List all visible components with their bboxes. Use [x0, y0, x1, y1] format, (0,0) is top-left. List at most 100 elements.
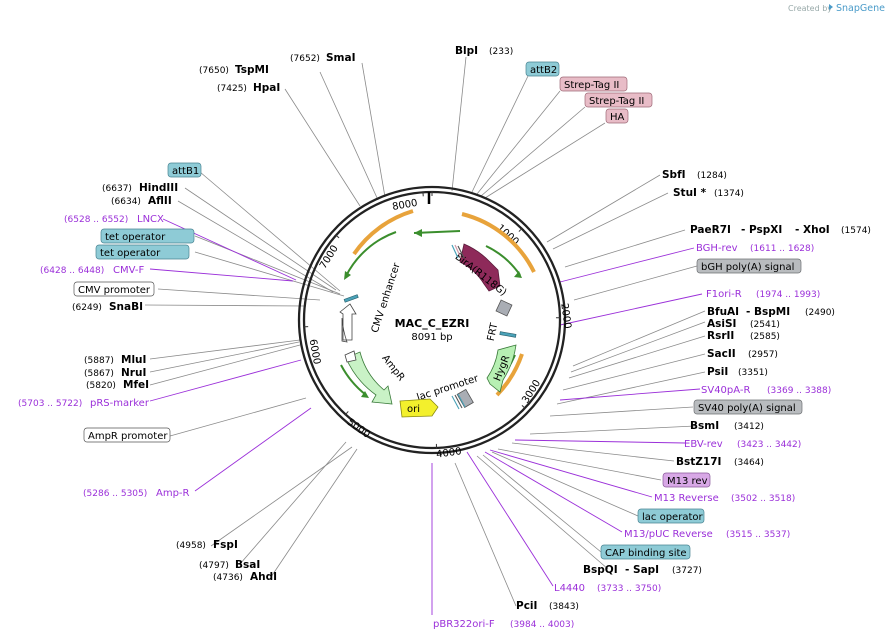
- primer-f1ori-r-name[interactable]: F1ori-R: [706, 289, 742, 300]
- attb1-tag-text: attB1: [172, 166, 199, 177]
- site-nrui-name[interactable]: NruI: [121, 367, 146, 379]
- frt-label: FRT: [486, 321, 501, 342]
- tet-operator-2-text: tet operator: [100, 248, 161, 259]
- tick-mark: [518, 227, 523, 232]
- site-aflii-pos: (6634): [111, 197, 141, 207]
- site-rsrii-pos: (2585): [750, 332, 780, 342]
- strep-tag-1[interactable]: [559, 76, 628, 92]
- site-stui-name[interactable]: StuI *: [673, 187, 707, 199]
- sv40-polya-tag[interactable]: [693, 399, 803, 415]
- primer-prs-marker-name[interactable]: pRS-marker: [90, 398, 150, 409]
- site-smai-name[interactable]: SmaI: [326, 52, 356, 64]
- site-blpi-pos: (233): [489, 47, 513, 57]
- site-asisi-name[interactable]: AsiSI: [707, 318, 736, 330]
- cap-binding-tag[interactable]: [600, 544, 691, 560]
- site-bfuai-name[interactable]: BfuAI: [707, 306, 739, 318]
- site-snabi-name[interactable]: SnaBI: [109, 301, 143, 313]
- site-bspqi-name[interactable]: BspQI: [583, 564, 618, 576]
- backbone-outer-circle: [297, 185, 567, 455]
- frt-feature[interactable]: [495, 299, 513, 317]
- site-paer7i-name[interactable]: PaeR7I: [690, 224, 731, 236]
- cmv-enhancer-arrow[interactable]: [339, 303, 357, 343]
- site-hpai-name[interactable]: HpaI: [253, 82, 280, 94]
- site-tspmi-name[interactable]: TspMI: [235, 64, 269, 76]
- lac-operator-tag[interactable]: [637, 508, 705, 524]
- green-arrows: [340, 229, 522, 398]
- tet-operator-marker: [343, 294, 359, 303]
- right-labels: BlpI (233) attB2 Strep-Tag II Strep-Tag …: [433, 45, 871, 630]
- cmv-promoter-tag[interactable]: [73, 281, 155, 297]
- site-sapi-name[interactable]: - SapI: [625, 564, 659, 576]
- m13-rev-tag[interactable]: [662, 472, 711, 488]
- site-bsai-name[interactable]: BsaI: [235, 559, 260, 571]
- site-smai-pos: (7652): [290, 54, 320, 64]
- sv40-polya-feature[interactable]: [456, 388, 474, 408]
- site-rsrii-name[interactable]: RsrII: [707, 330, 734, 342]
- position-ticks: [303, 191, 561, 449]
- primer-cmv-f-name[interactable]: CMV-F: [113, 265, 144, 276]
- ampr-promoter-tag[interactable]: [83, 427, 171, 443]
- site-blpi-name[interactable]: BlpI: [455, 45, 478, 57]
- attb-stripe-markers: [451, 244, 465, 259]
- primer-amp-r-name[interactable]: Amp-R: [156, 488, 190, 499]
- site-pcii-pos: (3843): [549, 602, 579, 612]
- bira-feature-arrow[interactable]: [459, 243, 501, 292]
- site-mfei-name[interactable]: MfeI: [123, 379, 149, 391]
- site-bspmi-name[interactable]: - BspMI: [746, 306, 790, 318]
- site-bstz17i-name[interactable]: BstZ17I: [676, 456, 721, 468]
- left-labels: (7652) SmaI (7650) TspMI (7425) HpaI att…: [18, 52, 356, 583]
- attb1-tag[interactable]: [167, 162, 202, 178]
- site-stui-pos: (1374): [714, 189, 744, 199]
- primer-ebv-rev-name[interactable]: EBV-rev: [684, 439, 723, 450]
- ampr-feature-arrow[interactable]: [345, 351, 393, 405]
- site-bsmi-pos: (3412): [734, 422, 764, 432]
- site-sacii-pos: (2957): [748, 350, 778, 360]
- tick-label-2000: 2000: [558, 303, 572, 330]
- ha-tag[interactable]: [605, 108, 629, 124]
- primer-m13-reverse-name[interactable]: M13 Reverse: [654, 493, 719, 504]
- attb2-tag-text: attB2: [530, 65, 557, 76]
- tet-operator-tag-2[interactable]: [95, 244, 190, 260]
- site-mlui-name[interactable]: MluI: [121, 354, 146, 366]
- bgh-polya-tag[interactable]: [696, 258, 802, 274]
- attb2-marker[interactable]: [499, 331, 517, 338]
- attb2-tag[interactable]: [525, 61, 560, 77]
- site-pspxi-name[interactable]: - PspXI: [741, 224, 782, 236]
- primer-pbr322ori-f-name[interactable]: pBR322ori-F: [433, 619, 495, 630]
- site-hindiii-name[interactable]: HindIII: [139, 182, 178, 194]
- primer-amp-r-pos: (5286 .. 5305): [83, 489, 147, 499]
- primer-m13puc-pos: (3515 .. 3537): [726, 530, 790, 540]
- strep-tag-2[interactable]: [584, 92, 653, 108]
- site-aflii-name[interactable]: AflII: [148, 195, 172, 207]
- hygr-feature-arrow[interactable]: [486, 344, 517, 393]
- primer-leader-lines: [149, 218, 703, 615]
- primer-bgh-rev-name[interactable]: BGH-rev: [696, 243, 738, 254]
- tet-operator-tag-1[interactable]: [100, 228, 195, 244]
- tick-mark: [334, 234, 340, 239]
- site-sacii-name[interactable]: SacII: [707, 348, 736, 360]
- site-sbfi-pos: (1284): [697, 171, 727, 181]
- site-bspmi-pos: (2490): [805, 308, 835, 318]
- sv40-polya-text: SV40 poly(A) signal: [698, 403, 796, 414]
- site-mlui-pos: (5887): [84, 356, 114, 366]
- site-psii-name[interactable]: PsiI: [707, 366, 728, 378]
- site-pcii-name[interactable]: PciI: [516, 600, 537, 612]
- primer-sv40pa-r-name[interactable]: SV40pA-R: [701, 385, 750, 396]
- site-sbfi-name[interactable]: SbfI: [662, 169, 686, 181]
- lac-operator-text: lac operator: [642, 512, 703, 523]
- created-by-text: Created by: [788, 4, 832, 13]
- site-fspi-name[interactable]: FspI: [213, 539, 238, 551]
- tick-label-4000: 4000: [436, 446, 463, 460]
- primer-m13puc-name[interactable]: M13/pUC Reverse: [624, 529, 713, 540]
- site-asisi-pos: (2541): [750, 320, 780, 330]
- snapgene-logo-icon: [829, 4, 833, 10]
- primer-l4440-name[interactable]: L4440: [554, 583, 585, 594]
- site-bstz17i-pos: (3464): [734, 458, 764, 468]
- snapgene-brand-text: SnapGene: [836, 3, 885, 14]
- site-ahdi-name[interactable]: AhdI: [250, 571, 277, 583]
- lac-operator-markers: [451, 393, 466, 410]
- primer-lncx-name[interactable]: LNCX: [137, 214, 164, 225]
- ori-feature-arrow[interactable]: [399, 398, 439, 418]
- site-xhoi-name[interactable]: - XhoI: [795, 224, 830, 236]
- site-bsmi-name[interactable]: BsmI: [690, 420, 719, 432]
